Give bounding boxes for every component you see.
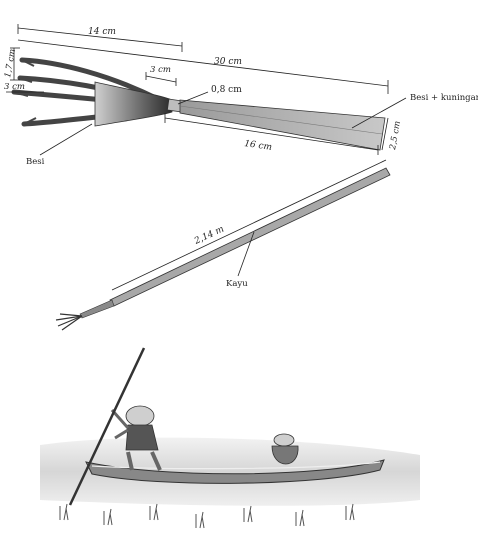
dim-spread: 14 cm xyxy=(88,27,116,37)
small-spear-head xyxy=(55,313,83,331)
seated-fisher xyxy=(271,433,299,465)
standing-fisher xyxy=(110,405,162,471)
pole-group xyxy=(55,159,391,331)
dimension-lines xyxy=(6,24,407,156)
pole-shaft xyxy=(109,167,391,307)
dim-neck-diameter: 0,8 cm xyxy=(211,85,242,95)
label-socket-material: Besi + kuningan xyxy=(410,93,478,103)
dim-socket: 16 cm xyxy=(244,139,273,153)
head-hub xyxy=(94,81,173,127)
scene-pole xyxy=(68,347,146,506)
reeds xyxy=(59,503,355,529)
dim-total: 30 cm xyxy=(214,57,242,67)
spear-head-group xyxy=(11,57,386,151)
label-iron: Besi xyxy=(26,157,45,167)
fishing-scene xyxy=(40,347,420,529)
socket xyxy=(179,99,386,151)
water xyxy=(40,437,420,506)
boat xyxy=(85,459,385,484)
barbs xyxy=(13,59,37,125)
dim-barb: 3 cm xyxy=(4,82,25,92)
dim-neck: 3 cm xyxy=(150,65,171,75)
dim-socket-diameter: 2,5 cm xyxy=(388,120,403,151)
dim-prong-gap: 1,7 cm xyxy=(3,48,18,78)
label-wood: Kayu xyxy=(226,279,248,289)
